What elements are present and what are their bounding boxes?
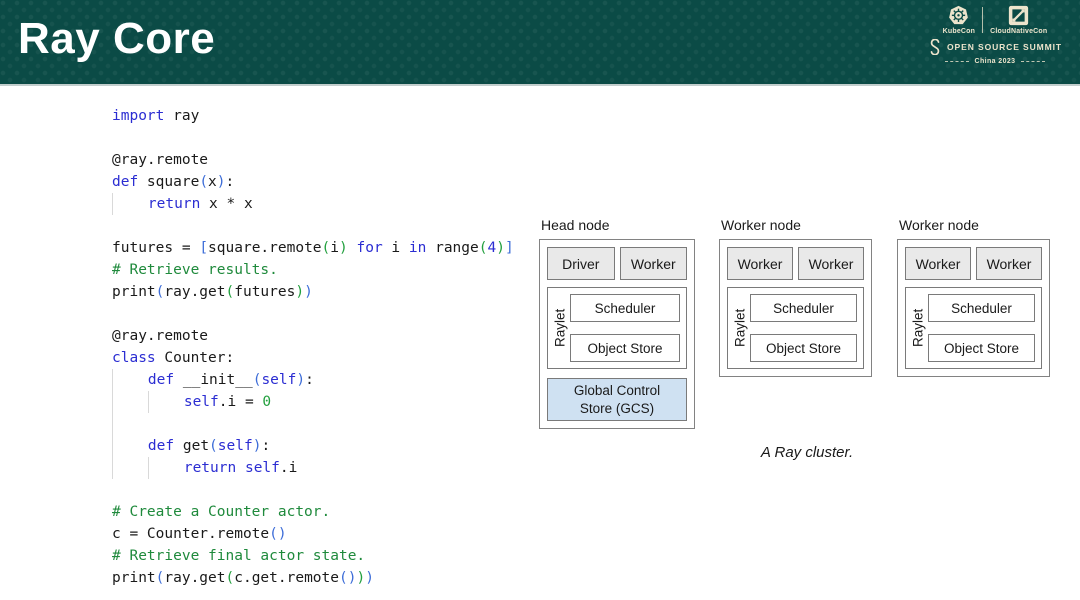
cloudnativecon-logo: CloudNativeCon bbox=[983, 5, 1054, 35]
code-line: self.i = 0 bbox=[112, 391, 514, 413]
worker-box: Worker bbox=[905, 247, 971, 280]
code-line: print(ray.get(futures)) bbox=[112, 281, 514, 303]
kubernetes-helm-icon bbox=[948, 5, 969, 26]
code-line: futures = [square.remote(i) for i in ran… bbox=[112, 237, 514, 259]
code-line: def __init__(self): bbox=[112, 369, 514, 391]
cloudnativecon-label: CloudNativeCon bbox=[990, 28, 1047, 35]
code-line: # Create a Counter actor. bbox=[112, 501, 514, 523]
node-title: Worker node bbox=[721, 217, 872, 233]
code-line: # Retrieve results. bbox=[112, 259, 514, 281]
code-line: return self.i bbox=[112, 457, 514, 479]
raylet-box: Raylet Scheduler Object Store bbox=[547, 287, 687, 369]
code-line: import ray bbox=[112, 105, 514, 127]
code-line bbox=[112, 127, 514, 149]
diagram-caption: A Ray cluster. bbox=[727, 444, 887, 461]
raylet-label: Raylet bbox=[730, 294, 750, 362]
code-line bbox=[112, 413, 514, 435]
worker-node-1: Worker node Worker Worker Raylet Schedul… bbox=[719, 216, 872, 377]
event-label: China 2023 bbox=[975, 58, 1016, 65]
node-title: Worker node bbox=[899, 217, 1050, 233]
code-line bbox=[112, 303, 514, 325]
code-line: @ray.remote bbox=[112, 149, 514, 171]
node-box: Worker Worker Raylet Scheduler Object St… bbox=[719, 239, 872, 377]
code-line: # Retrieve final actor state. bbox=[112, 545, 514, 567]
code-line bbox=[112, 215, 514, 237]
code-line bbox=[112, 479, 514, 501]
scheduler-box: Scheduler bbox=[928, 294, 1035, 322]
conference-logos-row: KubeCon CloudNativeCon bbox=[920, 5, 1070, 35]
raylet-box: Raylet Scheduler Object Store bbox=[905, 287, 1042, 369]
process-row: Worker Worker bbox=[905, 247, 1042, 280]
object-store-box: Object Store bbox=[928, 334, 1035, 362]
code-block: import ray@ray.remotedef square(x): retu… bbox=[112, 105, 514, 589]
dash-left bbox=[945, 61, 969, 62]
raylet-components: Scheduler Object Store bbox=[750, 294, 857, 362]
code-line: c = Counter.remote() bbox=[112, 523, 514, 545]
code-line: @ray.remote bbox=[112, 325, 514, 347]
node-box: Driver Worker Raylet Scheduler Object St… bbox=[539, 239, 695, 429]
worker-box: Worker bbox=[727, 247, 793, 280]
scheduler-box: Scheduler bbox=[570, 294, 680, 322]
node-box: Worker Worker Raylet Scheduler Object St… bbox=[897, 239, 1050, 377]
worker-box: Worker bbox=[798, 247, 864, 280]
ray-cluster-diagram: Head node Driver Worker Raylet Scheduler… bbox=[539, 216, 1054, 476]
slide-header: Ray Core KubeCon bbox=[0, 0, 1080, 86]
worker-box: Worker bbox=[976, 247, 1042, 280]
code-line: print(ray.get(c.get.remote())) bbox=[112, 567, 514, 589]
raylet-components: Scheduler Object Store bbox=[928, 294, 1035, 362]
gcs-box: Global Control Store (GCS) bbox=[547, 378, 687, 421]
summit-label: OPEN SOURCE SUMMIT bbox=[947, 42, 1062, 52]
code-line: def get(self): bbox=[112, 435, 514, 457]
oss-logo-icon bbox=[928, 39, 942, 55]
raylet-components: Scheduler Object Store bbox=[570, 294, 680, 362]
open-source-summit-row: OPEN SOURCE SUMMIT bbox=[920, 39, 1070, 55]
code-line: class Counter: bbox=[112, 347, 514, 369]
page-title: Ray Core bbox=[18, 14, 215, 64]
code-line: return x * x bbox=[112, 193, 514, 215]
node-title: Head node bbox=[541, 217, 695, 233]
kubecon-label: KubeCon bbox=[943, 28, 976, 35]
process-row: Worker Worker bbox=[727, 247, 864, 280]
process-row: Driver Worker bbox=[547, 247, 687, 280]
scheduler-box: Scheduler bbox=[750, 294, 857, 322]
code-line: def square(x): bbox=[112, 171, 514, 193]
dash-right bbox=[1021, 61, 1045, 62]
object-store-box: Object Store bbox=[750, 334, 857, 362]
kubecon-logo: KubeCon bbox=[936, 5, 983, 35]
indent-guide bbox=[112, 413, 113, 435]
worker-box: Worker bbox=[620, 247, 688, 280]
raylet-box: Raylet Scheduler Object Store bbox=[727, 287, 864, 369]
head-node: Head node Driver Worker Raylet Scheduler… bbox=[539, 216, 695, 429]
sponsor-logo-block: KubeCon CloudNativeCon OPEN SOURCE SUMMI… bbox=[920, 5, 1070, 65]
event-row: China 2023 bbox=[920, 58, 1070, 65]
driver-box: Driver bbox=[547, 247, 615, 280]
cncf-icon bbox=[1008, 5, 1029, 26]
worker-node-2: Worker node Worker Worker Raylet Schedul… bbox=[897, 216, 1050, 377]
raylet-label: Raylet bbox=[908, 294, 928, 362]
object-store-box: Object Store bbox=[570, 334, 680, 362]
raylet-label: Raylet bbox=[550, 294, 570, 362]
